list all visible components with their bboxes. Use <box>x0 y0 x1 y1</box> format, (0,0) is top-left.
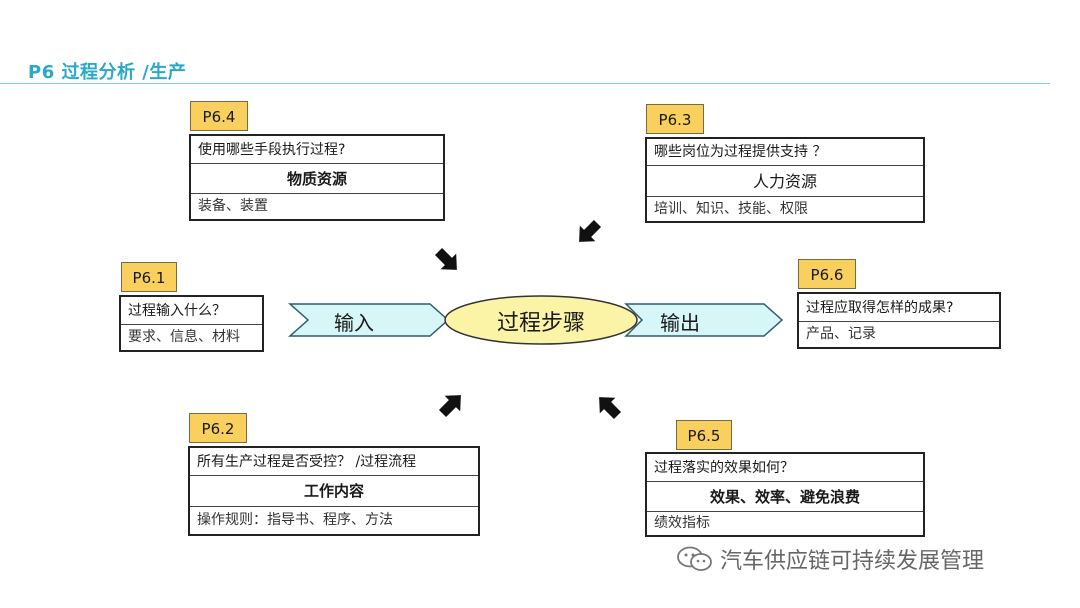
tag-p63: P6.3 <box>646 104 704 134</box>
card-resource: 物质资源 <box>191 164 443 194</box>
arrow-from-p63 <box>579 219 602 242</box>
card-detail: 装备、装置 <box>198 198 268 214</box>
arrow-from-p65 <box>599 397 622 420</box>
card-p65: 过程落实的效果如何？ 效果、效率、避免浪费 绩效指标 <box>645 452 925 537</box>
card-resource: 人力资源 <box>647 166 923 197</box>
card-p64: 使用哪些手段执行过程? 物质资源 装备、装置 <box>189 134 445 221</box>
card-question: 使用哪些手段执行过程? <box>191 136 443 164</box>
card-question: 哪些岗位为过程提供支持 ？ <box>647 139 923 166</box>
card-p63: 哪些岗位为过程提供支持 ？ 人力资源 培训、知识、技能、权限 <box>645 137 925 223</box>
watermark: 汽车供应链可持续发展管理 <box>676 543 984 575</box>
card-detail: 要求、信息、材料 <box>128 329 240 345</box>
arrow-from-p62 <box>438 395 461 418</box>
card-resource: 工作内容 <box>190 476 478 507</box>
card-p61: 过程输入什么？ 要求、信息、材料 <box>119 295 264 352</box>
card-p66: 过程应取得怎样的成果? 产品、记录 <box>797 292 1001 349</box>
card-question: 过程输入什么？ <box>121 297 262 325</box>
watermark-text: 汽车供应链可持续发展管理 <box>720 549 985 574</box>
input-arrow <box>288 303 450 337</box>
input-label: 输入 <box>334 311 374 335</box>
output-arrow <box>624 303 784 337</box>
card-detail: 操作规则：指导书、程序、方法 <box>197 512 393 528</box>
process-step-label: 过程步骤 <box>496 311 585 336</box>
card-detail: 培训、知识、技能、权限 <box>654 201 808 217</box>
card-question: 所有生产过程是否受控？ /过程流程 <box>190 448 478 476</box>
page-title: P6 过程分析 /生产 <box>28 62 187 83</box>
tag-p66: P6.6 <box>798 259 856 289</box>
card-question: 过程落实的效果如何？ <box>647 454 923 482</box>
wechat-icon <box>677 546 712 571</box>
card-p62: 所有生产过程是否受控？ /过程流程 工作内容 操作规则：指导书、程序、方法 <box>188 446 480 536</box>
tag-p62: P6.2 <box>189 413 247 443</box>
card-detail: 绩效指标 <box>654 515 710 531</box>
card-detail: 产品、记录 <box>806 326 876 342</box>
output-label: 输出 <box>660 311 700 335</box>
tag-p64: P6.4 <box>190 101 248 131</box>
card-resource: 效果、效率、避免浪费 <box>647 482 923 512</box>
title-divider <box>0 83 1050 84</box>
tag-p61: P6.1 <box>121 262 177 292</box>
process-step-ellipse <box>444 295 638 345</box>
card-question: 过程应取得怎样的成果? <box>799 294 999 322</box>
tag-p65: P6.5 <box>676 420 732 450</box>
arrow-from-p64 <box>434 247 457 270</box>
